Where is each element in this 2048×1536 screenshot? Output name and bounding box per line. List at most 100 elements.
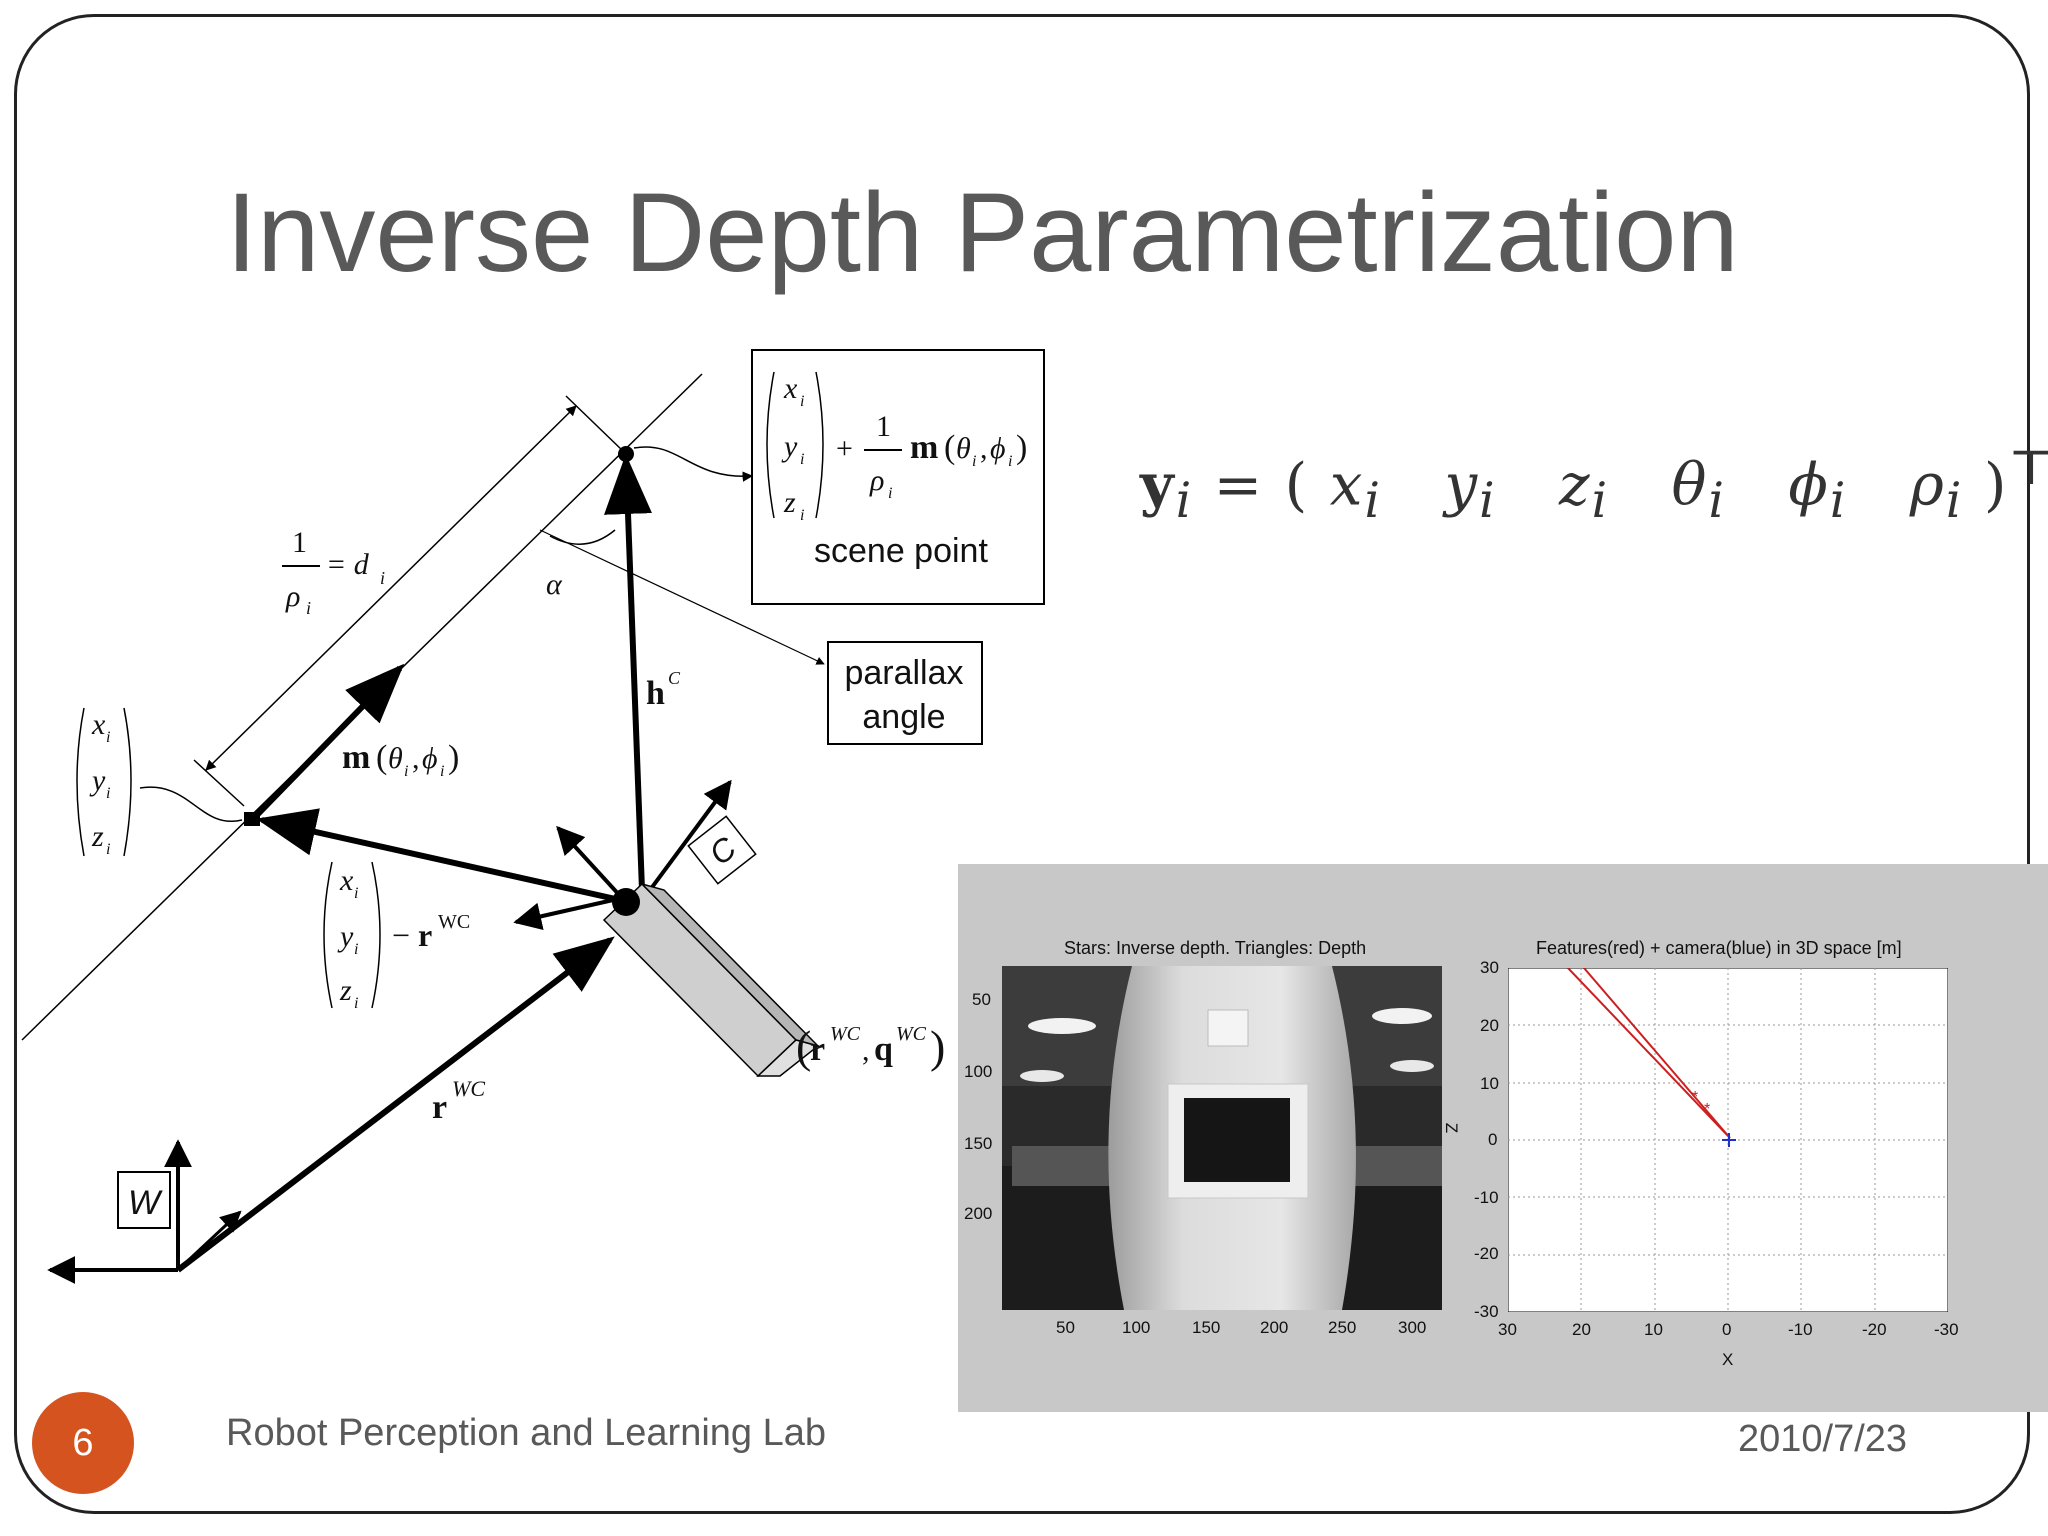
h-vector <box>604 454 652 891</box>
left-x-tick: 200 <box>1260 1318 1289 1337</box>
anchor-y: y <box>89 764 106 797</box>
scene-lparen: ( <box>944 429 955 466</box>
cam-minus: − <box>392 917 410 953</box>
scene-y: y <box>781 430 798 463</box>
scene-rho: ρ <box>869 464 884 497</box>
scene-one: 1 <box>876 410 891 443</box>
right-x-tick: 0 <box>1722 1320 1732 1339</box>
camera-frame-box <box>687 815 757 885</box>
anchor-z: z <box>91 820 104 853</box>
eq-transpose: ⊤ <box>2008 440 2048 496</box>
world-frame-label: W <box>128 1184 163 1222</box>
eq-close: ) <box>1983 450 2009 519</box>
right-y-tick: 20 <box>1480 1016 1499 1035</box>
eq-equals: = <box>1213 450 1265 519</box>
camera-axis-1 <box>556 825 624 900</box>
left-x-tick: 50 <box>1056 1318 1075 1337</box>
rwc-label: r <box>432 1089 447 1126</box>
depth-rho-sub: i <box>306 598 311 618</box>
pose-r: r <box>810 1031 825 1068</box>
right-y-label: Z <box>1442 1122 1462 1134</box>
scene-y-sub: i <box>800 451 804 468</box>
anchor-vector-bracket <box>76 707 132 857</box>
depth-tick-2 <box>565 395 625 453</box>
anchor-x-sub: i <box>106 729 110 746</box>
cam-z-sub: i <box>354 995 358 1012</box>
eq-rho: ρ <box>1909 450 1946 519</box>
right-y-tick: 0 <box>1488 1130 1498 1149</box>
m-lparen: ( <box>376 739 387 776</box>
pose-comma: , <box>862 1034 870 1067</box>
feature-plot: * * <box>1508 968 1948 1312</box>
alpha-label: α <box>546 568 563 601</box>
eq-x-sub: i <box>1364 472 1382 529</box>
depth-sub: i <box>380 568 385 588</box>
pose-lparen: ( <box>796 1021 811 1072</box>
pose-q-sup: WC <box>896 1023 927 1045</box>
slide-title: Inverse Depth Parametrization <box>226 170 1739 295</box>
m-phi: ϕ <box>422 742 438 775</box>
cam-r: r <box>418 917 432 953</box>
camera-vector-bracket <box>323 861 381 1009</box>
parallax-box <box>827 641 983 745</box>
m-rparen: ) <box>448 739 459 776</box>
right-y-tick: 30 <box>1480 958 1499 977</box>
parallax-label-line1: parallax <box>844 654 963 692</box>
feature-rays: * * <box>1567 968 1731 1139</box>
parallax-line <box>539 529 825 665</box>
cam-x: x <box>339 864 354 897</box>
eq-theta-sub: i <box>1708 472 1726 529</box>
footer-date: 2010/7/23 <box>1738 1418 1908 1460</box>
scene-phi-sub: i <box>1008 453 1012 470</box>
right-y-tick: -10 <box>1474 1188 1499 1207</box>
scene-rho-sub: i <box>888 485 892 502</box>
right-x-tick: -20 <box>1862 1320 1887 1339</box>
right-x-tick: -30 <box>1934 1320 1959 1339</box>
camera-axis-2 <box>513 896 623 931</box>
h-label: h <box>646 675 665 712</box>
left-y-tick: 150 <box>964 1134 993 1153</box>
scene-plus: + <box>836 432 853 465</box>
eq-rho-sub: i <box>1945 472 1964 529</box>
page-number-badge: 6 <box>32 1392 134 1494</box>
anchor-y-sub: i <box>106 785 110 802</box>
cam-y-sub: i <box>354 941 358 958</box>
eq-z-sub: i <box>1591 472 1610 529</box>
rwc-vector <box>176 936 615 1273</box>
eq-lhs: y <box>1140 450 1176 519</box>
scene-theta-sub: i <box>972 453 976 470</box>
scene-m: m <box>910 429 938 466</box>
eq-phi: ϕ <box>1788 450 1830 519</box>
parallax-label-line2: angle <box>862 698 945 736</box>
m-theta: θ <box>388 742 403 775</box>
svg-text:*: * <box>1704 1101 1710 1118</box>
camera-to-anchor-vector <box>256 808 621 903</box>
anchor-leader <box>139 786 243 823</box>
eq-open: ( <box>1284 450 1310 519</box>
eq-phi-sub: i <box>1829 472 1848 529</box>
right-x-tick: 10 <box>1644 1320 1663 1339</box>
anchor-z-sub: i <box>106 841 110 858</box>
scene-phi: ϕ <box>990 432 1006 465</box>
right-y-tick: -30 <box>1474 1302 1499 1321</box>
camera-image <box>1002 966 1442 1310</box>
right-x-label: X <box>1722 1350 1734 1369</box>
right-plot-title: Features(red) + camera(blue) in 3D space… <box>1536 938 1902 958</box>
scene-point-label: scene point <box>814 532 988 570</box>
scene-x-sub: i <box>800 393 804 410</box>
left-y-tick: 100 <box>964 1062 993 1081</box>
eq-y-sub: i <box>1479 472 1497 529</box>
m-phi-sub: i <box>440 763 444 780</box>
depth-dimension-line <box>205 405 577 771</box>
right-x-tick: 20 <box>1572 1320 1591 1339</box>
left-y-tick: 200 <box>964 1204 993 1223</box>
right-y-tick: -20 <box>1474 1244 1499 1263</box>
scene-rparen: ) <box>1016 429 1027 466</box>
m-comma: , <box>412 742 420 775</box>
left-x-tick: 250 <box>1328 1318 1357 1337</box>
left-y-tick: 50 <box>972 990 991 1009</box>
scene-point <box>618 446 634 462</box>
camera-body <box>602 882 821 1078</box>
cam-r-sup: WC <box>438 911 470 933</box>
